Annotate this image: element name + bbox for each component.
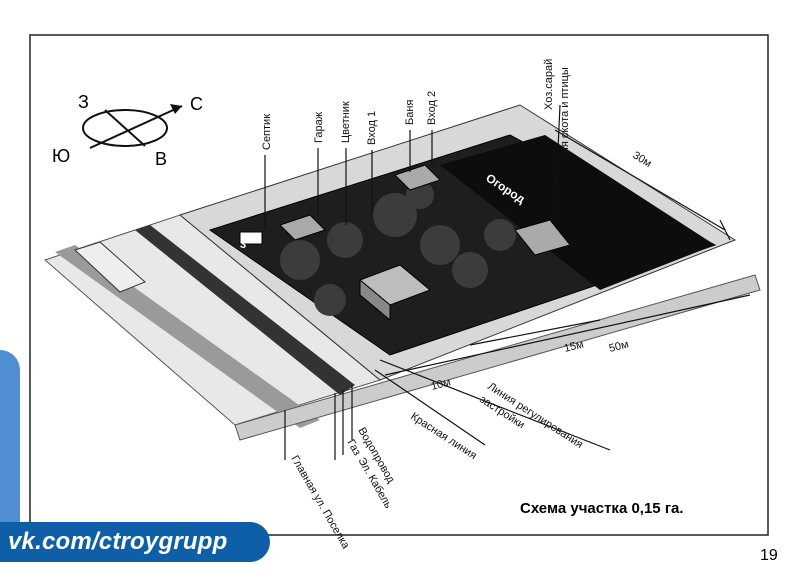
label-bath: Баня (404, 100, 416, 125)
label-entrance1: Вход 1 (366, 111, 378, 145)
line-leaders (284, 359, 611, 460)
label-barn-purpose: для скота и птицы (559, 67, 571, 160)
dim-50m: 50м (608, 338, 630, 354)
leader-lines (264, 104, 561, 230)
dim-3: 3 (240, 239, 246, 251)
house-wall (359, 278, 391, 322)
trees (280, 181, 516, 316)
bath-building (394, 164, 441, 191)
watermark-text: vk.com/ctroygrupp (8, 528, 228, 555)
label-flowerbed: Цветник (340, 101, 352, 143)
label-entrance2: Вход 2 (426, 91, 438, 125)
watermark-bar: vk.com/ctroygrupp (0, 522, 270, 562)
watermark-figure (0, 350, 20, 525)
compass-south: Ю (52, 146, 70, 166)
compass (82, 104, 183, 149)
page-number: 19 (760, 547, 778, 564)
label-septic: Септик (261, 114, 273, 150)
septic-tank (239, 231, 263, 245)
compass-west: З (78, 92, 89, 112)
dim-10m: 10м (430, 376, 452, 392)
street-edge (234, 274, 761, 441)
caption: Схема участка 0,15 га. (520, 500, 684, 517)
dimension-lines (384, 129, 751, 376)
barn-building (514, 219, 571, 256)
compass-north: В (155, 149, 167, 169)
garage-building (279, 214, 326, 241)
label-garage: Гараж (313, 111, 325, 143)
bus (74, 241, 146, 293)
utility-strip (135, 225, 355, 395)
dim-15m: 15м (563, 338, 585, 354)
compass-east: С (190, 94, 203, 114)
garden-area (440, 135, 715, 290)
label-barn: Хоз.сарай (543, 59, 555, 110)
